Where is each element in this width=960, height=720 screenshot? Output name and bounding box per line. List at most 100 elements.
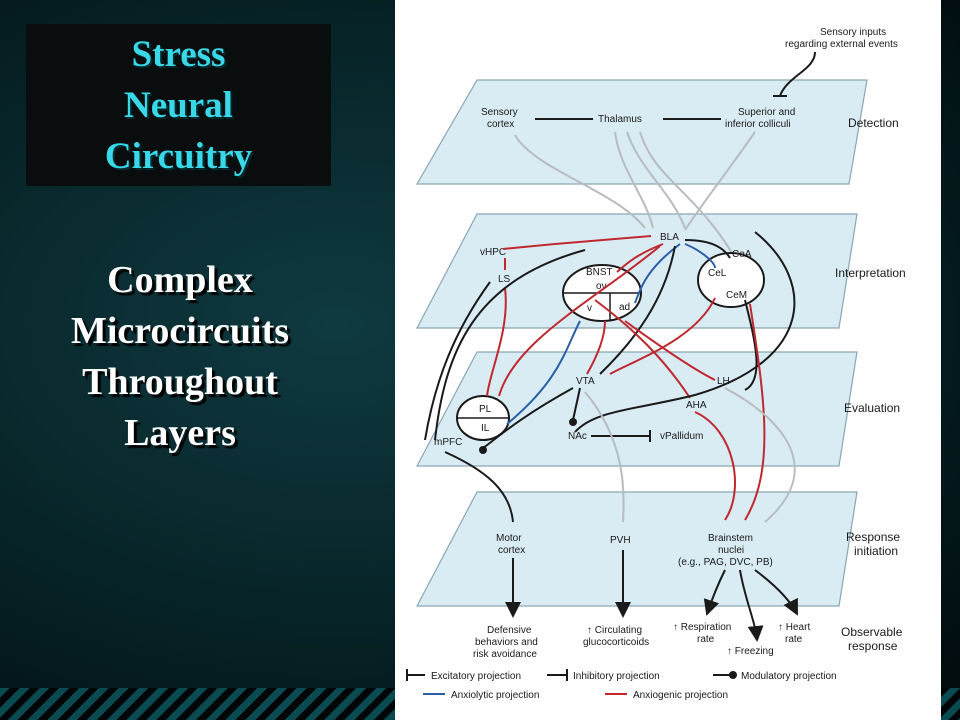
edge-bla-pl	[498, 245, 661, 397]
node-brainstem-2: nuclei	[718, 545, 744, 556]
node-brainstem-3: (e.g., PAG, DVC, PB)	[678, 557, 773, 568]
node-aha: AHA	[686, 400, 707, 411]
edge-cem-lh	[744, 299, 758, 391]
subtitle-line-1: Complex	[107, 259, 253, 301]
layer-label-response-2: initiation	[854, 544, 898, 558]
legend-modulatory-dot	[729, 671, 737, 679]
edge-bla-vhpc	[502, 235, 652, 250]
node-vhpc: vHPC	[480, 247, 506, 258]
edge-bnst-aha	[594, 299, 691, 399]
edge-gray-3	[626, 131, 686, 229]
node-colliculi-1: Superior and	[738, 107, 795, 118]
node-bnst-ov: ov	[596, 281, 607, 292]
edge-bla-ad	[634, 243, 681, 304]
node-lh: LH	[717, 376, 730, 387]
node-sensory-cortex-1: Sensory	[481, 107, 518, 118]
node-cem: CeM	[726, 290, 747, 301]
edge-vhpc-mpfc	[424, 281, 491, 441]
title-line-3: Circuitry	[104, 135, 253, 177]
node-pvh: PVH	[610, 535, 631, 546]
edge-aha-brainstem	[694, 411, 736, 521]
output-freezing: ↑ Freezing	[727, 646, 774, 657]
circuit-diagram: Detection Interpretation Evaluation Resp…	[406, 27, 906, 701]
edge-gray-1	[514, 134, 646, 229]
output-respiration-2: rate	[697, 634, 715, 645]
sensory-input-label-2: regarding external events	[785, 39, 898, 50]
edge-gray-2	[614, 131, 654, 229]
node-motor-cortex-2: cortex	[498, 545, 525, 556]
legend-anxiolytic: Anxiolytic projection	[451, 690, 539, 701]
node-il: IL	[481, 423, 490, 434]
legend: Excitatory projection Inhibitory project…	[406, 669, 837, 701]
input-to-colliculi	[779, 51, 816, 97]
edge-gray-4	[684, 131, 756, 231]
output-glucocorticoids-1: ↑ Circulating	[587, 625, 642, 636]
modulatory-dot-mpfc	[479, 446, 487, 454]
legend-excitatory-symbol	[406, 669, 425, 681]
slide-title: Stress Neural Circuitry	[26, 24, 331, 186]
layer-label-evaluation: Evaluation	[844, 401, 900, 415]
edge-bnst-il	[506, 320, 581, 425]
arrow-brainstem-freezing	[739, 569, 764, 642]
node-vta: VTA	[576, 376, 595, 387]
edge-vta-pvh	[584, 391, 625, 523]
edge-bnst-vta	[586, 320, 606, 375]
output-heart-1: ↑ Heart	[778, 622, 810, 633]
stress-circuit-figure: Detection Interpretation Evaluation Resp…	[395, 0, 941, 720]
title-line-1: Stress	[131, 33, 226, 75]
node-bnst-ad: ad	[619, 302, 630, 313]
plane-response-initiation	[416, 491, 858, 607]
node-bnst-v: v	[587, 303, 592, 314]
output-glucocorticoids-2: glucocorticoids	[583, 637, 649, 648]
node-brainstem-1: Brainstem	[708, 533, 753, 544]
slide-subtitle: Complex Microcircuits Throughout Layers	[40, 255, 320, 459]
node-nac: NAc	[568, 431, 587, 442]
node-sensory-cortex-2: cortex	[487, 119, 514, 130]
edge-bla-vta	[599, 245, 676, 375]
legend-inhibitory-symbol	[547, 669, 568, 681]
node-thalamus: Thalamus	[598, 114, 642, 125]
node-cel: CeL	[708, 268, 727, 279]
edge-cem-brainstem	[744, 303, 766, 521]
node-mpfc: mPFC	[434, 437, 462, 448]
edge-bla-nac	[574, 231, 796, 433]
plane-interpretation	[416, 213, 858, 329]
output-respiration-1: ↑ Respiration	[673, 622, 731, 633]
plane-detection	[415, 79, 868, 185]
title-line-2: Neural	[124, 84, 233, 126]
node-bnst: BNST	[586, 267, 613, 278]
arrow-brainstem-heart	[754, 569, 798, 616]
node-bla: BLA	[660, 232, 679, 243]
output-defensive-3: risk avoidance	[473, 649, 537, 660]
arrow-brainstem-respiration	[703, 569, 726, 616]
edge-ls-pl	[486, 287, 507, 397]
edge-vta-mpfc	[482, 387, 574, 449]
layer-label-interpretation: Interpretation	[835, 266, 906, 280]
output-defensive-1: Defensive	[487, 625, 532, 636]
subtitle-line-2: Microcircuits	[70, 310, 290, 352]
modulatory-dot-nac	[569, 418, 577, 426]
node-cea: CeA	[732, 249, 752, 260]
edge-bla-mpfc	[434, 249, 586, 441]
legend-excitatory: Excitatory projection	[431, 671, 521, 682]
layer-label-response-1: Response	[846, 530, 900, 544]
node-vpallidum: vPallidum	[660, 431, 703, 442]
legend-inhibitory: Inhibitory projection	[573, 671, 660, 682]
node-ls: LS	[498, 274, 511, 285]
legend-anxiogenic: Anxiogenic projection	[633, 690, 728, 701]
layer-label-detection: Detection	[848, 116, 899, 130]
subtitle-line-4: Layers	[124, 412, 236, 454]
edge-lh-brainstem	[724, 387, 796, 523]
output-defensive-2: behaviors and	[475, 637, 538, 648]
node-pl: PL	[479, 404, 492, 415]
layer-label-observable-1: Observable	[841, 625, 903, 639]
legend-modulatory: Modulatory projection	[741, 671, 837, 682]
edge-gray-5	[639, 131, 736, 259]
edge-bla-cel	[684, 243, 716, 269]
edge-vta-nac	[572, 387, 581, 421]
edge-mpfc-motor	[444, 451, 514, 523]
edge-cem-vta	[609, 297, 716, 375]
edge-bla-bnst	[616, 243, 664, 273]
subtitle-line-3: Throughout	[82, 361, 278, 403]
output-heart-2: rate	[785, 634, 803, 645]
